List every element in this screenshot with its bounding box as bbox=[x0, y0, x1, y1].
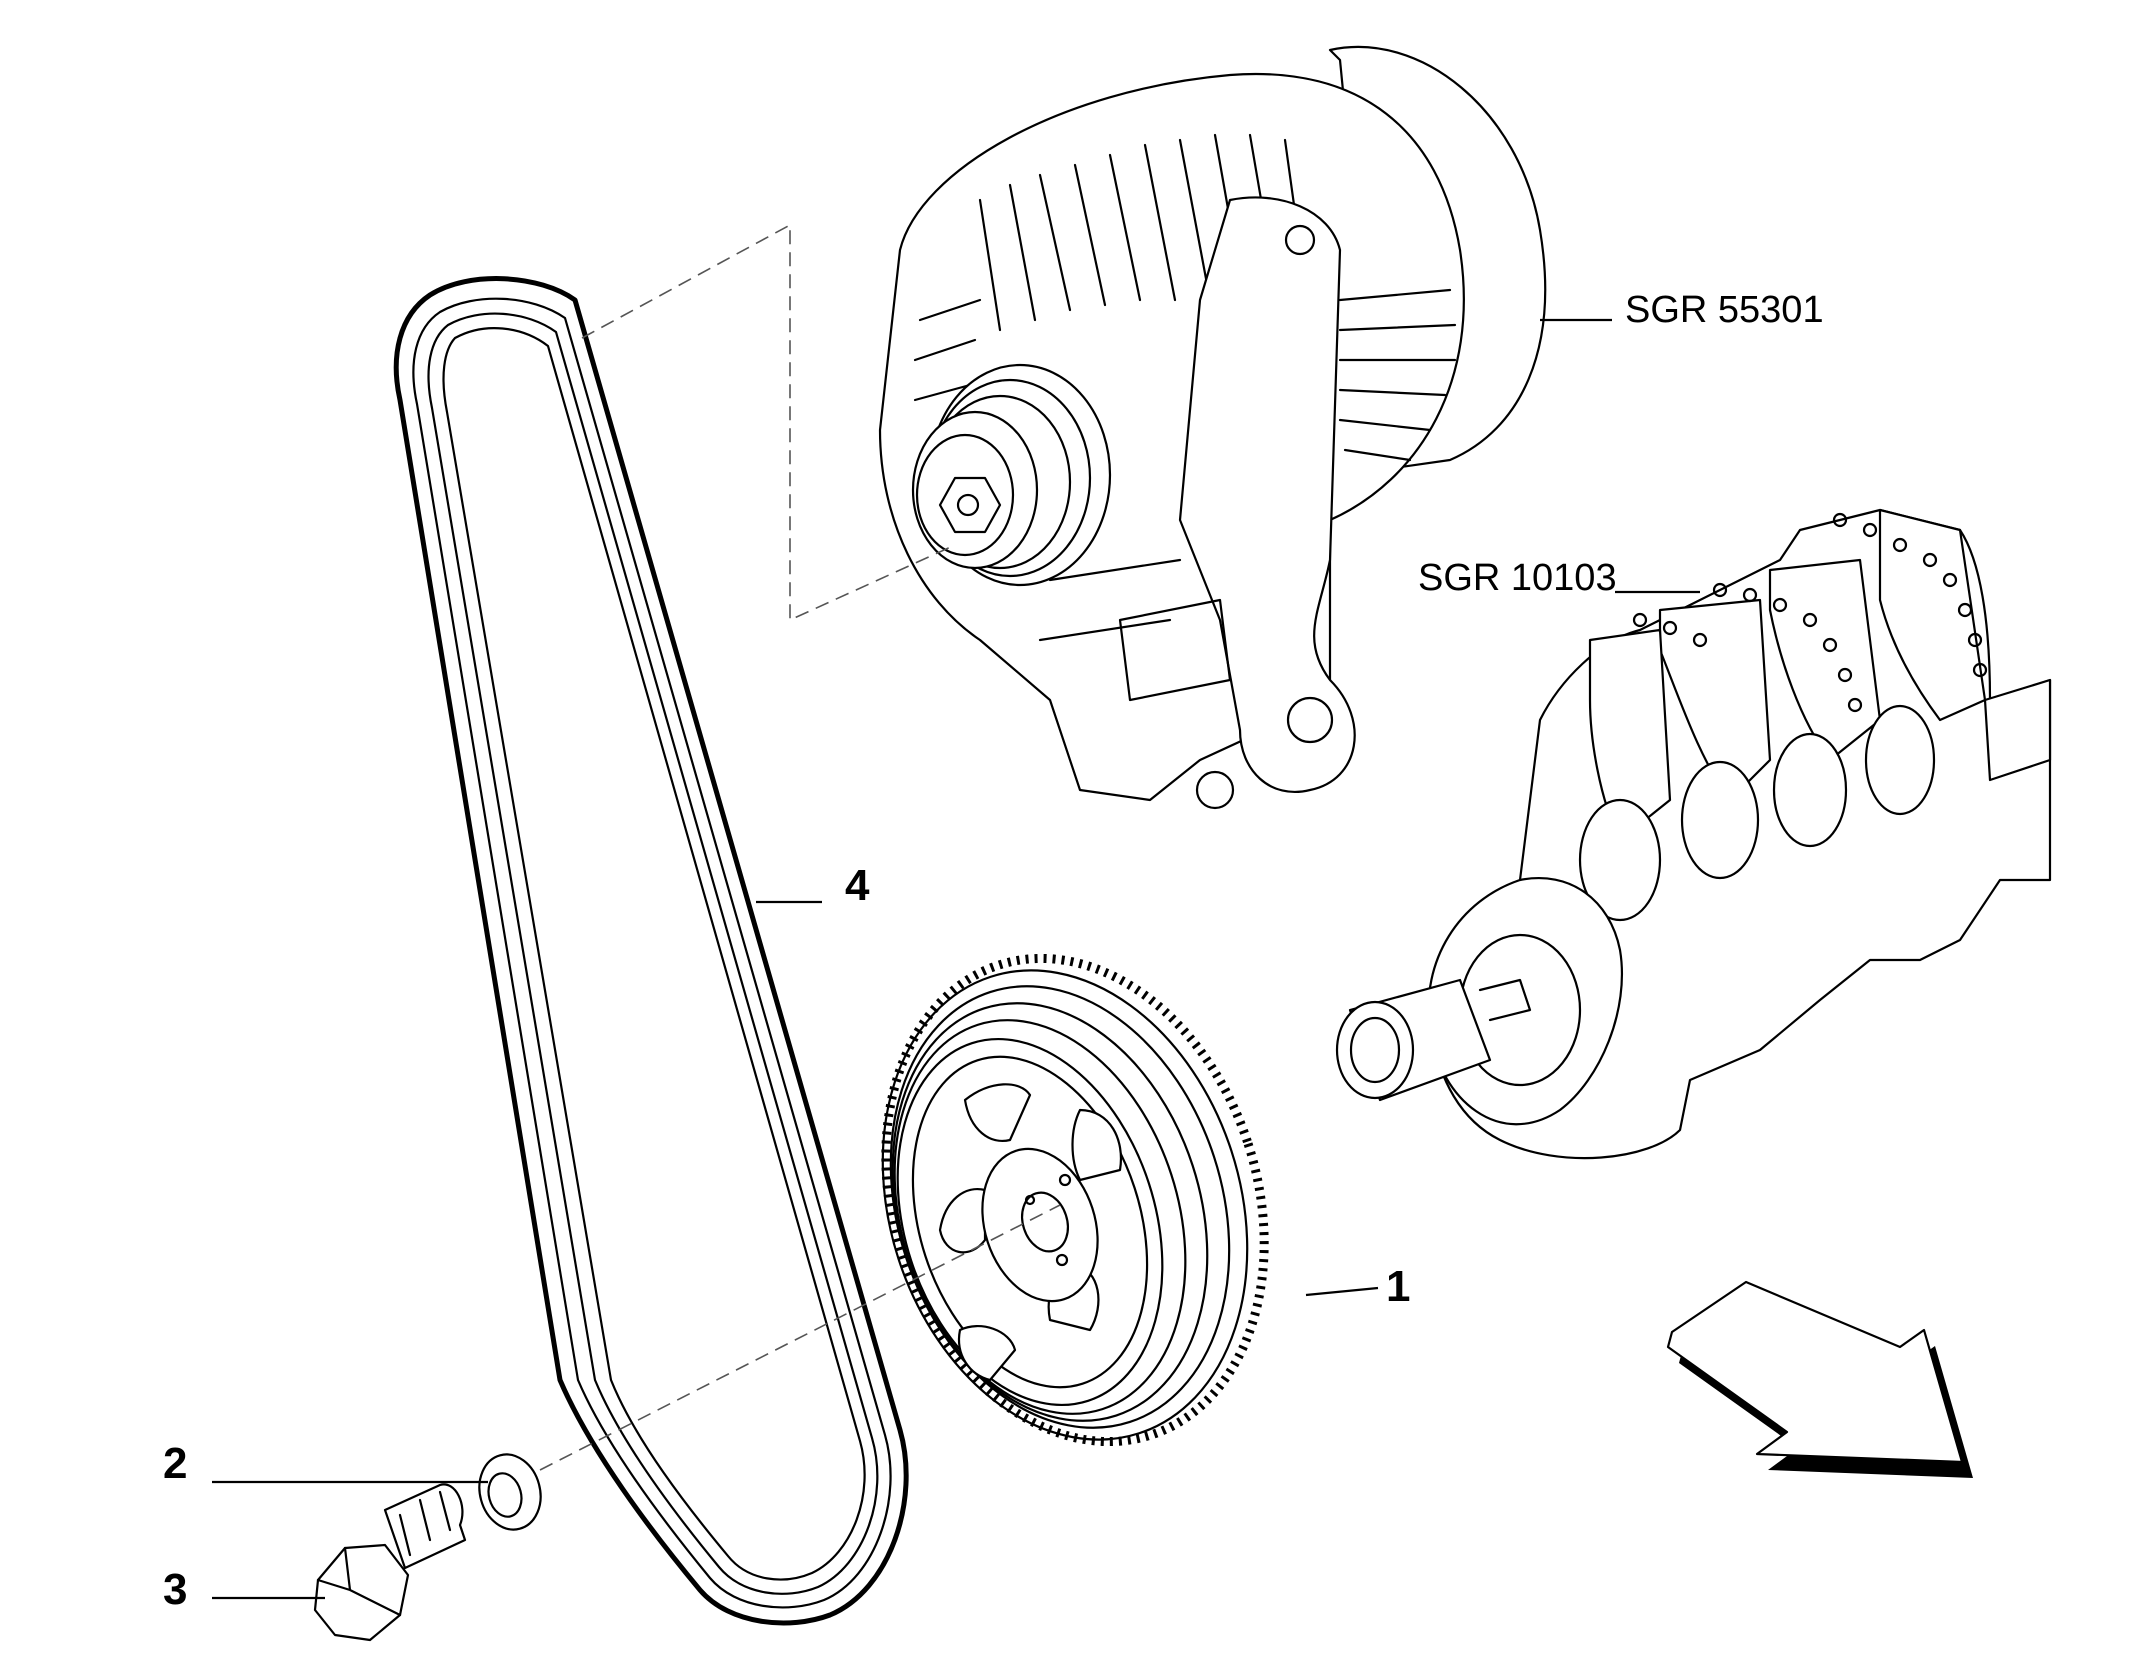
bolt bbox=[313, 1483, 467, 1642]
reference-label-crankshaft: SGR 10103 bbox=[1418, 557, 1617, 599]
alternator-assembly bbox=[878, 45, 1547, 810]
crankshaft-pulley bbox=[881, 953, 1269, 1447]
callout-4: 4 bbox=[845, 861, 870, 910]
poly-v-belt bbox=[393, 276, 909, 1626]
direction-arrow bbox=[1666, 1280, 1973, 1478]
washer bbox=[478, 1453, 542, 1531]
callout-1: 1 bbox=[1386, 1262, 1410, 1311]
assembly-guide-lines bbox=[539, 223, 1061, 1471]
callout-3: 3 bbox=[163, 1565, 187, 1614]
alternator-pulley bbox=[911, 363, 1112, 587]
reference-label-alternator: SGR 55301 bbox=[1625, 289, 1824, 331]
leader-lines bbox=[212, 318, 1700, 1600]
callout-2: 2 bbox=[163, 1439, 187, 1488]
crankshaft-assembly bbox=[1335, 508, 2052, 1160]
